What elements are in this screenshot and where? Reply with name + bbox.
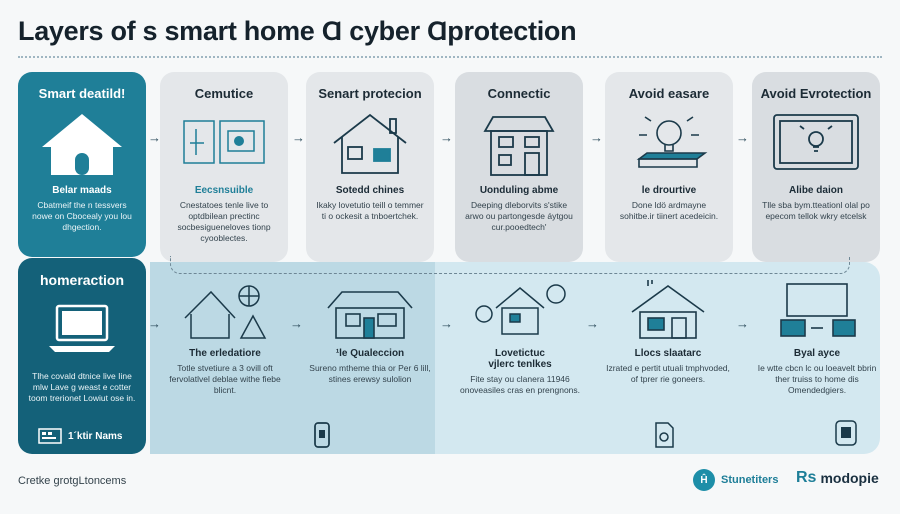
bottom-card-3: Lovetictuc vjlerc tenlkes Fite stay ou c… [455, 270, 585, 396]
top-card-1-sub: Eecsnsuible [194, 185, 254, 196]
monitor-bulb-icon [773, 114, 859, 170]
top-card-1-heading: Cemutice [194, 86, 254, 101]
top-card-2: Senart protecion Sotedd chines Ikaky lov… [306, 72, 434, 262]
top-card-3: Connectic Uonduling abme Deeping dleborv… [455, 72, 583, 262]
devices-icon [780, 283, 856, 337]
phone-icon [314, 422, 330, 448]
left-badge-label: 1´ktir Nams [68, 430, 123, 442]
flow-connector [170, 256, 850, 274]
footer-text: Cretke grotgLtoncems [18, 475, 127, 487]
arrow-right-icon: → [586, 316, 599, 331]
top-card-2-text: Ikaky lovetutio teill o temmer ti o ocke… [316, 200, 424, 221]
top-card-4-sub: le drourtive [641, 185, 697, 196]
bottom-card-5-sub: Byal ayce [793, 348, 841, 359]
arrow-right-icon: → [590, 130, 603, 145]
bottom-card-4-sub: Llocs slaatarc [634, 348, 702, 359]
brand-1-name: Stunetiters [721, 474, 779, 486]
top-card-1: Cemutice Eecsnsuible Cnestatoes tenle li… [160, 72, 288, 262]
top-card-3-sub: Uonduling abme [479, 185, 559, 196]
arrow-right-icon: → [148, 130, 161, 145]
tablet-icon [835, 420, 857, 446]
brand-logo-icon: Ĥ [693, 469, 715, 491]
left-card-2-text: Tlhe covald dtnice live Iine mlw Lave g … [28, 371, 136, 403]
house-solar-icon [631, 280, 705, 339]
arrow-right-icon: → [292, 130, 305, 145]
arrow-right-icon: → [440, 316, 453, 331]
lightbulb-icon [636, 116, 708, 168]
bottom-card-3-sub: Lovetictuc [494, 348, 545, 359]
top-card-5-text: Tlle sba bym.tteationl olal po epecom te… [762, 200, 870, 221]
document-icon [655, 422, 674, 448]
bottom-band-shade [150, 262, 435, 454]
top-card-4-heading: Avoid easare [628, 86, 710, 101]
house-outline-icon [333, 113, 407, 174]
brand-2-logo-icon: Rs [796, 469, 817, 486]
top-card-2-sub: Sotedd chines [335, 185, 405, 196]
arrow-right-icon: → [440, 130, 453, 145]
bottom-card-4-text: Izrated e pertit utuali tmphvoded, of tp… [606, 363, 730, 384]
arrow-right-icon: → [290, 316, 303, 331]
house-network-icon [475, 284, 566, 335]
arrow-right-icon: → [148, 316, 161, 331]
top-card-1-text: Cnestatoes tenle live to optdbilean prec… [177, 200, 271, 243]
top-card-3-heading: Connectic [487, 86, 551, 101]
left-card-smart-detail: Smart deatild! Belar maads Cbatmeif the … [18, 72, 146, 257]
house-trees-icon [184, 285, 267, 339]
bottom-card-2: ¹le Qualeccion Sureno mtheme thia or Per… [305, 270, 435, 385]
building-icon [483, 116, 555, 176]
arrow-right-icon: → [736, 130, 749, 145]
keyboard-icon [38, 428, 62, 444]
top-card-5: Avoid Evrotection Alibe daion Tlle sba b… [752, 72, 880, 262]
circuit-icon [183, 120, 265, 164]
house-icon [42, 114, 122, 175]
top-card-3-text: Deeping dleborvits s'stike arwo ou parto… [465, 200, 573, 232]
bottom-card-1-sub: The erledatiore [189, 348, 261, 359]
top-card-2-heading: Senart protecion [318, 86, 422, 101]
bottom-card-1: The erledatiore Totle stvetiure a 3 ovil… [160, 270, 330, 454]
left-card-2-heading: homeraction [39, 272, 124, 288]
brand-stunetiters: Ĥ Stunetiters [693, 469, 778, 491]
left-badge: 1´ktir Nams [38, 428, 122, 444]
brand-2-name: modopie [820, 470, 879, 486]
laptop-icon [49, 304, 115, 352]
bottom-card-3-sub2: vjlerc tenlkes [488, 359, 552, 370]
left-card-heading: Smart deatild! [38, 86, 126, 101]
page-title: Layers of s smart home Ɑ cyber Ɑprotecti… [18, 16, 577, 46]
bottom-card-2-sub: ¹le Qualeccion [335, 348, 405, 359]
top-card-5-heading: Avoid Evrotection [760, 86, 872, 101]
bottom-card-2-text: Sureno mtheme thia or Per 6 lill, stines… [309, 363, 431, 384]
left-card-home-interaction: homeraction Tlhe covald dtnice live Iine… [18, 258, 146, 454]
top-card-4-text: Done ldö ardmayne sohitbe.ir tiinert ace… [619, 200, 719, 221]
bottom-card-4: Llocs slaatarc Izrated e pertit utuali t… [603, 270, 733, 385]
bottom-card-3-text: Fite stay ou clanera 11946 onoveasiles c… [459, 374, 581, 395]
top-card-5-sub: Alibe daion [789, 185, 843, 196]
bottom-card-1-text: Totle stvetiure a 3 ovill oft fervolatlv… [169, 363, 281, 395]
top-card-4: Avoid easare le drourtive Done ldö ardma… [605, 72, 733, 262]
bottom-card-5-text: Ie wtte cbcn lc ou loeavelt bbrin ther t… [757, 363, 877, 395]
left-card-sub: Belar maads [52, 185, 112, 196]
brand-modopie: Rs modopie [796, 469, 879, 487]
left-card-text: Cbatmeif the n tessvers nowe on Cbocealy… [32, 200, 132, 232]
arrow-right-icon: → [736, 316, 749, 331]
title-divider [18, 56, 882, 58]
bottom-card-5: Byal ayce Ie wtte cbcn lc ou loeavelt bb… [752, 270, 882, 396]
house-outline-icon [327, 291, 413, 339]
